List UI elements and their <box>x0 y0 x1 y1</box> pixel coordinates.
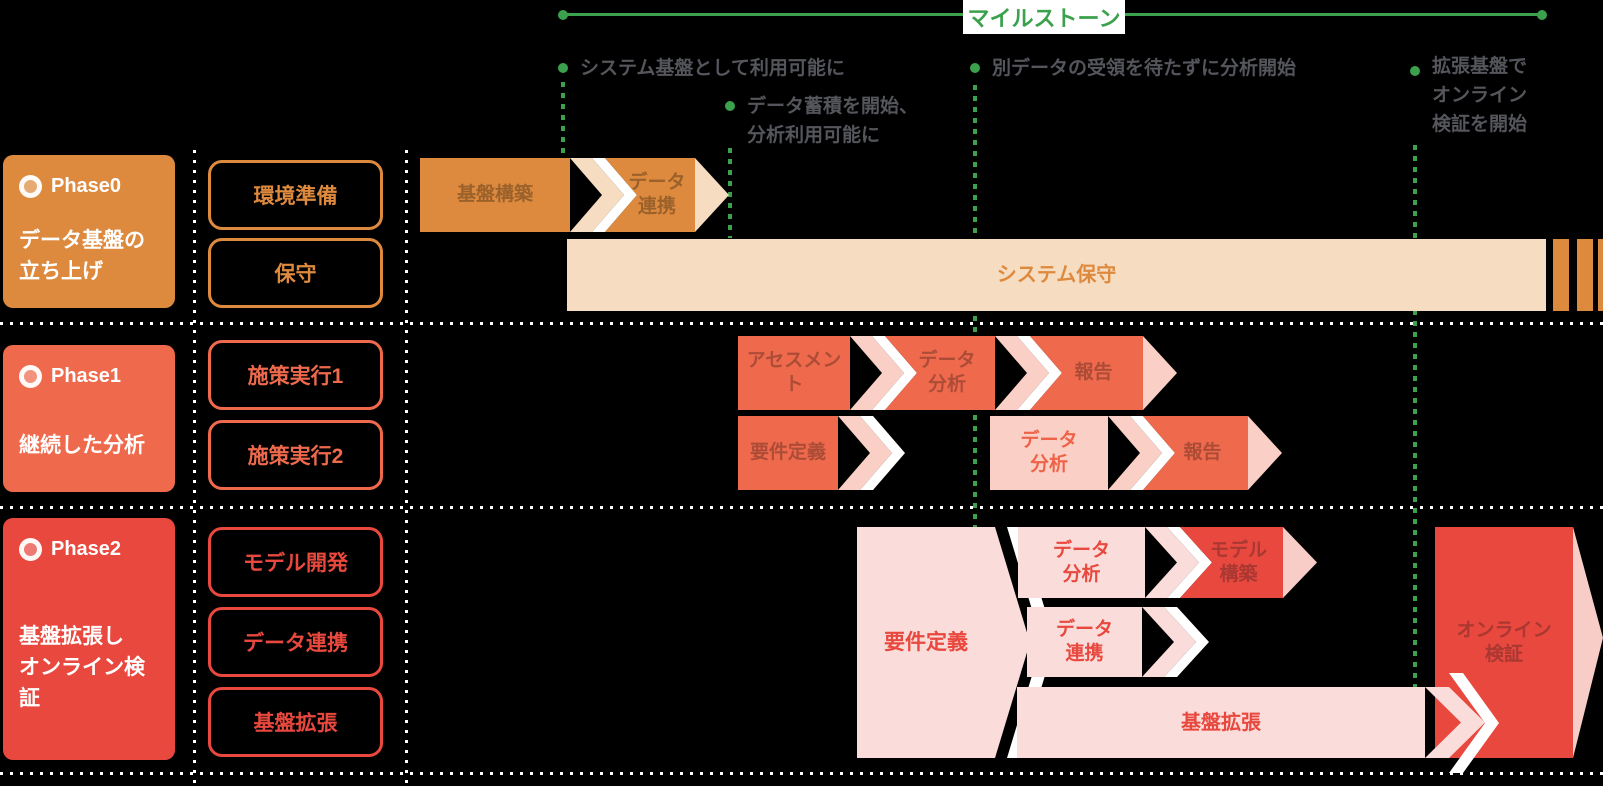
arrow-tip <box>1143 336 1177 410</box>
task-chip-data-link: データ連携 <box>208 607 383 677</box>
continuation-stripe <box>1577 239 1593 311</box>
milestone-4-line: 検証を開始 <box>1432 114 1528 135</box>
task-chip-model-dev: モデル開発 <box>208 527 383 597</box>
milestone-2-line: 分析利用可能に <box>747 125 881 146</box>
phase1-name-row: Phase1 <box>19 365 159 388</box>
phase1-name: Phase1 <box>51 365 122 387</box>
gantt-bar-data-link-p2: データ 連携 <box>1027 607 1142 677</box>
milestone-1-note: システム基盤として利用可能に <box>580 54 845 83</box>
gantt-bar-data-analysis-p1r2: データ 分析 <box>990 416 1108 490</box>
milestone-4-note: 拡張基盤で オンライン 検証を開始 <box>1432 52 1527 139</box>
phase2-name-row: Phase2 <box>19 538 159 561</box>
milestone-1-dot <box>558 63 568 73</box>
milestone-header-text: マイルストーン <box>967 6 1121 31</box>
gantt-bar-system-maintenance: システム保守 <box>567 239 1546 311</box>
phase2-title: 基盤拡張し オンライン検証 <box>19 625 145 710</box>
milestone-3-note: 別データの受領を待たずに分析開始 <box>992 54 1296 83</box>
phase1-card: Phase1 継続した分析 <box>3 345 175 492</box>
gantt-block-online-validation: オンライン 検証 <box>1435 527 1573 758</box>
gantt-bar-assessment: アセスメント <box>738 336 850 410</box>
task-chip-action1: 施策実行1 <box>208 340 383 410</box>
milestone-3-line: 別データの受領を待たずに分析開始 <box>992 58 1297 79</box>
gantt-bar-requirements-p1: 要件定義 <box>738 416 838 490</box>
phase0-name: Phase0 <box>51 175 122 197</box>
milestone-line-end-dot <box>1537 10 1547 20</box>
continuation-stripe <box>1553 239 1569 311</box>
arrow-band <box>1142 607 1196 677</box>
phase2-card: Phase2 基盤拡張し オンライン検証 <box>3 518 175 760</box>
milestone-1-dropline <box>561 82 565 156</box>
milestone-header-label: マイルストーン <box>963 0 1125 34</box>
milestone-4-dot <box>1410 66 1420 76</box>
gantt-bar-platform-build: 基盤構築 <box>420 158 570 232</box>
milestone-4-dropline <box>1413 145 1417 687</box>
task-chip-maintenance: 保守 <box>208 238 383 308</box>
gantt-bar-platform-expand: 基盤拡張 <box>1017 687 1425 758</box>
milestone-2-note: データ蓄積を開始、 分析利用可能に <box>747 92 918 150</box>
arrow-band <box>838 416 892 490</box>
phase2-name: Phase2 <box>51 538 122 560</box>
task-chip-platform-expand: 基盤拡張 <box>208 687 383 757</box>
milestone-4-line: 拡張基盤で <box>1432 56 1528 77</box>
milestone-4-line: オンライン <box>1432 85 1528 106</box>
arrow-tip <box>1573 527 1603 758</box>
arrow-tip <box>1248 416 1282 490</box>
arrow-tip <box>695 158 729 232</box>
phase1-title: 継続した分析 <box>19 434 145 457</box>
milestone-2-line: データ蓄積を開始、 <box>747 96 919 117</box>
continuation-stripe <box>1598 239 1603 311</box>
phase0-title: データ基盤の 立ち上げ <box>19 229 145 283</box>
milestone-2-dropline <box>728 148 732 238</box>
milestone-3-dot <box>970 63 980 73</box>
phase-divider-2 <box>0 506 1603 509</box>
arrow-tip <box>1283 527 1317 598</box>
milestone-2-dot <box>725 101 735 111</box>
gantt-bar-data-analysis-p2: データ 分析 <box>1018 527 1145 598</box>
phase-divider-1 <box>0 322 1603 325</box>
milestone-line-start-dot <box>558 10 568 20</box>
phase-ring-icon <box>19 175 42 198</box>
phase-ring-icon <box>19 365 42 388</box>
column-divider-2 <box>405 150 408 786</box>
milestone-1-line: システム基盤として利用可能に <box>580 58 845 79</box>
gantt-bar-data-link-p0: データ 連携 <box>605 158 695 232</box>
column-divider-1 <box>193 150 196 786</box>
phase0-card: Phase0 データ基盤の 立ち上げ <box>3 155 175 308</box>
bottom-divider <box>0 772 1603 775</box>
phase0-name-row: Phase0 <box>19 175 159 198</box>
gantt-block-requirements-p2: 要件定義 <box>857 527 1030 758</box>
phase-ring-icon <box>19 538 42 561</box>
task-chip-action2: 施策実行2 <box>208 420 383 490</box>
task-chip-env-prep: 環境準備 <box>208 160 383 230</box>
